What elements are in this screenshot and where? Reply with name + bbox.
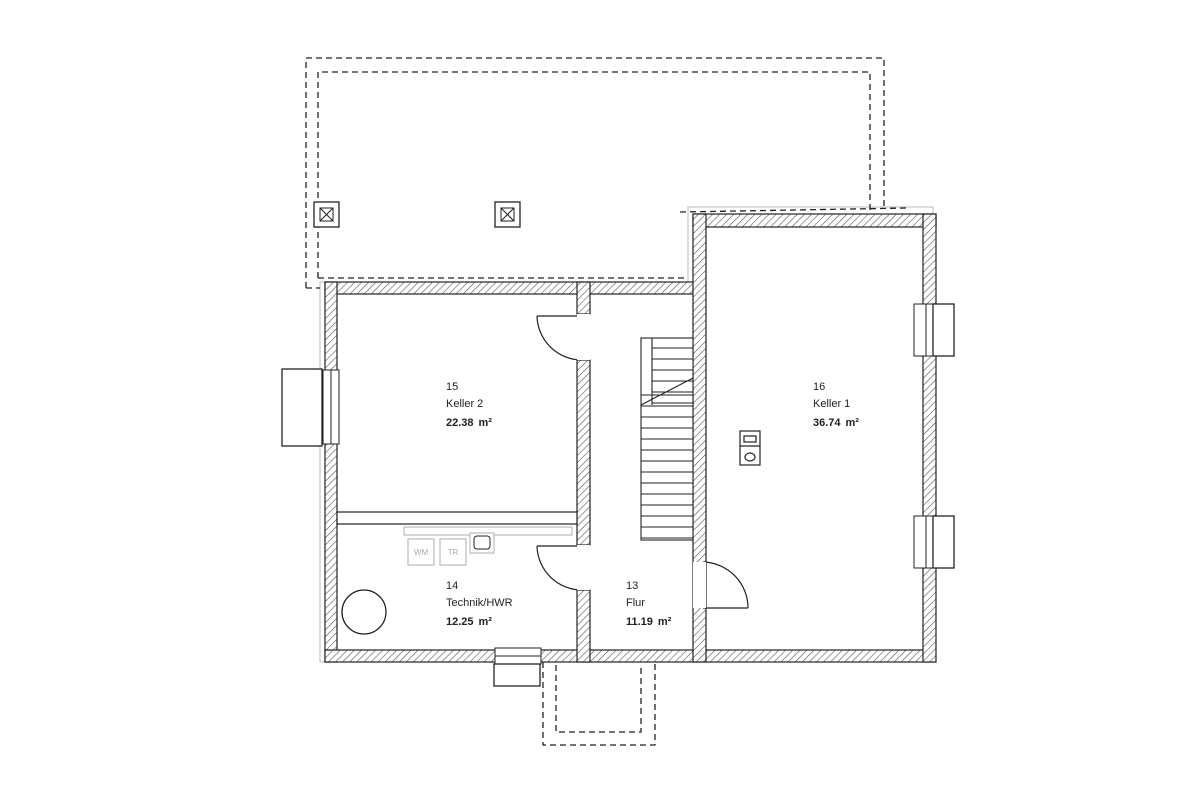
room-number: 14: [446, 580, 458, 592]
walls: [324, 213, 937, 663]
room-name: Keller 2: [446, 398, 483, 410]
outer-outline: [319, 206, 934, 663]
room-name: Flur: [626, 597, 645, 609]
dashed-terrace: [305, 57, 909, 289]
door-opening: [693, 562, 706, 608]
partition-wall: [336, 511, 578, 525]
circular-tank-icon: [341, 589, 387, 635]
light-well-icon: [281, 303, 955, 687]
windows: [322, 303, 939, 665]
room-name: Technik/HWR: [446, 597, 513, 609]
washer-label: WM: [414, 548, 429, 557]
room-number: 15: [446, 381, 458, 393]
column-cross-icon: [494, 201, 521, 228]
stair-icon: [640, 337, 694, 541]
door-swing-icon: [536, 314, 749, 609]
column-cross-icon: [313, 201, 340, 228]
appliance-counter: [403, 526, 573, 566]
dryer-label: TR: [448, 548, 459, 557]
room-number: 13: [626, 580, 638, 592]
room-number: 16: [813, 381, 825, 393]
dashed-entrance: [542, 662, 656, 746]
room-name: Keller 1: [813, 398, 850, 410]
sink-icon: [473, 535, 491, 550]
boiler-icon: [739, 430, 761, 466]
